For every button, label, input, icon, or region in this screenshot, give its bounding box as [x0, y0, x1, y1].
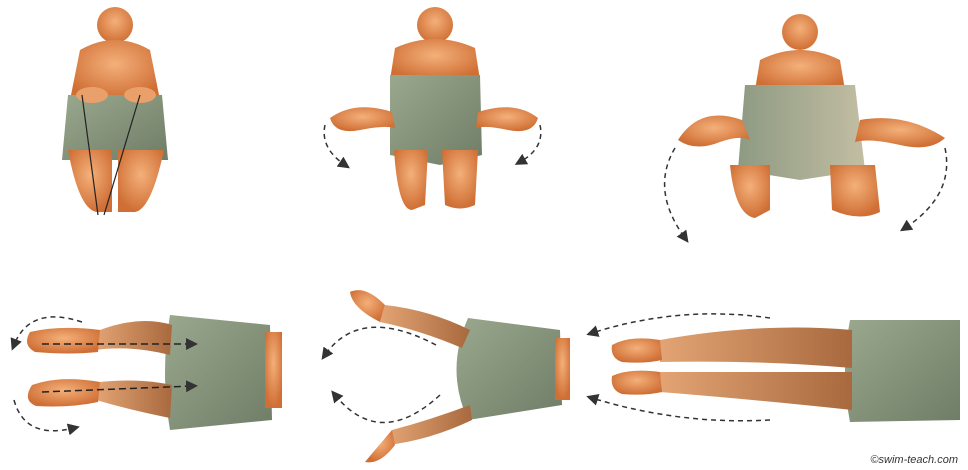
panel-top-knees-bent-wide	[665, 14, 947, 238]
panel-top-legs-together	[62, 7, 168, 215]
panel-under-legs-sweep	[325, 290, 570, 462]
panel-under-legs-drawn	[14, 315, 282, 431]
credit-text: ©swim-teach.com	[870, 454, 958, 466]
panel-under-legs-straight	[592, 314, 960, 422]
panel-top-knees-bent-out	[324, 7, 541, 210]
